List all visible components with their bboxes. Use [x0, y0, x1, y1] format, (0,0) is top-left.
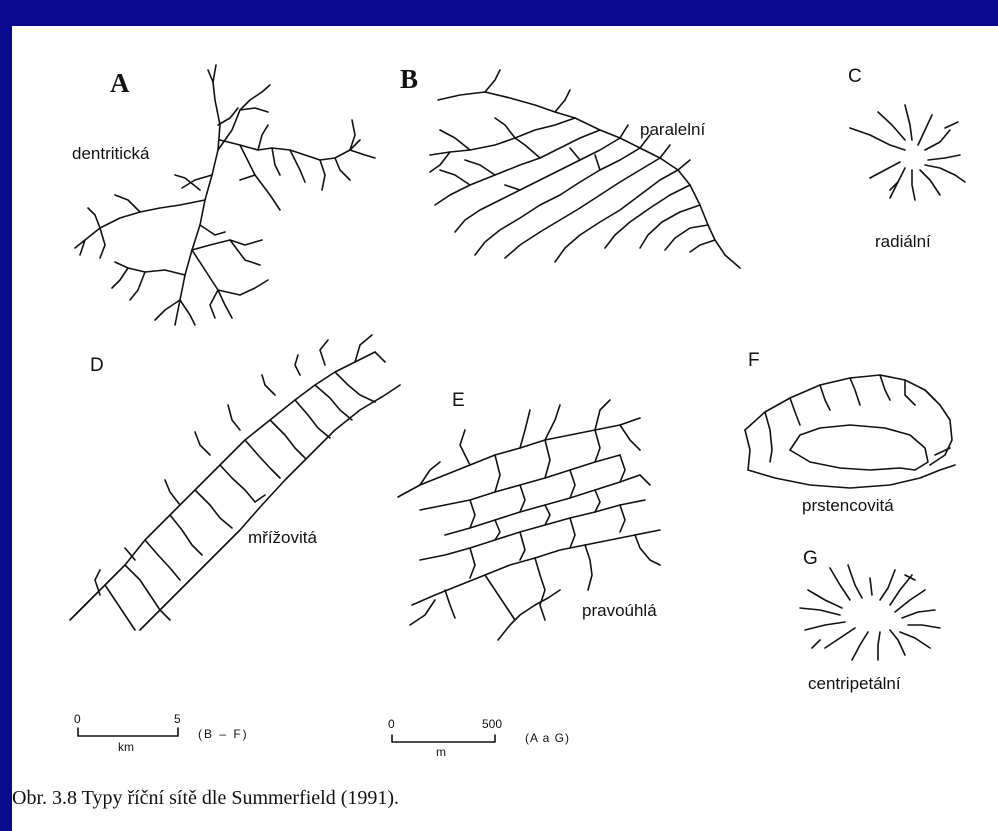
- label-g: G: [803, 548, 818, 570]
- label-radial: radiální: [875, 232, 931, 252]
- label-centripetal: centripetální: [808, 674, 901, 694]
- scale1-start: 0: [74, 712, 81, 726]
- label-c: C: [848, 66, 862, 88]
- label-annular: prstencovitá: [802, 496, 894, 516]
- label-e: E: [452, 390, 465, 412]
- scale2-end: 500: [482, 717, 502, 731]
- label-b: B: [400, 64, 418, 95]
- scale2-unit: m: [436, 745, 446, 759]
- scale2-start: 0: [388, 717, 395, 731]
- label-rectangular: pravoúhlá: [582, 601, 657, 621]
- label-a: A: [110, 68, 130, 99]
- label-d: D: [90, 355, 104, 377]
- scale1-unit: km: [118, 740, 134, 754]
- scale1-end: 5: [174, 712, 181, 726]
- label-f: F: [748, 350, 760, 372]
- label-trellis: mřížovitá: [248, 528, 317, 548]
- figure-caption: Obr. 3.8 Typy říční sítě dle Summerfield…: [12, 787, 399, 810]
- scale2-applies: (A a G): [525, 731, 570, 745]
- label-dentritic: dentritická: [72, 144, 149, 164]
- label-parallel: paralelní: [640, 120, 705, 140]
- scale1-applies: (B – F): [198, 727, 249, 741]
